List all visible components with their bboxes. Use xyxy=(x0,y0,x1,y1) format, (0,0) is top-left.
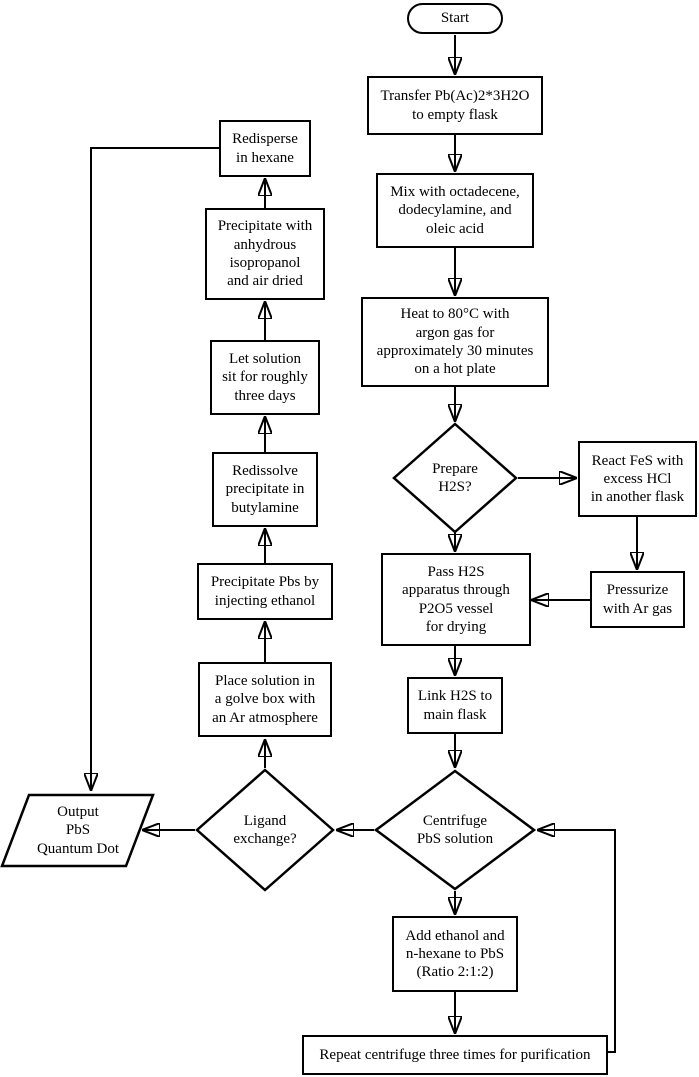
node-repeat-centrifuge-label: Repeat centrifuge three times for purifi… xyxy=(319,1046,591,1063)
node-start-label: Start xyxy=(440,10,470,27)
node-redissolve: Redissolve precipitate in butylamine xyxy=(212,452,318,527)
node-precipitate-anhydrous-label: Precipitate with anhydrous isopropanol a… xyxy=(217,218,313,290)
node-centrifuge-label: Centrifuge PbS solution xyxy=(416,812,494,847)
node-redisperse-label: Redisperse in hexane xyxy=(232,131,298,166)
node-place-solution-label: Place solution in a golve box with an Ar… xyxy=(212,673,318,726)
node-repeat-centrifuge: Repeat centrifuge three times for purifi… xyxy=(302,1035,608,1075)
node-add-ethanol-label: Add ethanol and n-hexane to PbS (Ratio 2… xyxy=(405,927,505,981)
node-link-h2s: Link H2S to main flask xyxy=(407,677,503,734)
node-react-fes: React FeS with excess HCl in another fla… xyxy=(578,441,697,517)
node-place-solution: Place solution in a golve box with an Ar… xyxy=(198,662,332,737)
node-mix-label: Mix with octadecene, dodecylamine, and o… xyxy=(390,184,520,237)
node-precipitate-anhydrous: Precipitate with anhydrous isopropanol a… xyxy=(205,208,325,300)
edge-redisperse-output xyxy=(91,147,219,790)
node-transfer-label: Transfer Pb(Ac)2*3H2O to empty flask xyxy=(380,88,530,123)
edge-repeat-centrifuge-loop xyxy=(538,830,616,1053)
node-output: Output PbS Quantum Dot xyxy=(0,793,156,868)
node-pass-h2s-label: Pass H2S apparatus through P2O5 vessel f… xyxy=(402,563,510,635)
node-redissolve-label: Redissolve precipitate in butylamine xyxy=(225,463,305,516)
node-start: Start xyxy=(407,3,503,34)
node-let-solution-sit-label: Let solution sit for roughly three days xyxy=(222,351,308,404)
node-heat: Heat to 80°C with argon gas for approxim… xyxy=(361,297,549,387)
diamond-shape xyxy=(195,768,335,892)
node-add-ethanol: Add ethanol and n-hexane to PbS (Ratio 2… xyxy=(392,916,518,992)
node-prepare-h2s: Prepare H2S? xyxy=(392,422,518,534)
node-pass-h2s: Pass H2S apparatus through P2O5 vessel f… xyxy=(381,553,531,646)
node-transfer: Transfer Pb(Ac)2*3H2O to empty flask xyxy=(367,76,543,135)
node-centrifuge: Centrifuge PbS solution xyxy=(374,769,536,891)
node-prepare-h2s-label: Prepare H2S? xyxy=(432,460,478,495)
node-ligand-exchange-label: Ligand exchange? xyxy=(233,812,297,847)
node-pressurize: Pressurize with Ar gas xyxy=(590,571,685,628)
node-ligand-exchange: Ligand exchange? xyxy=(195,768,335,892)
node-react-fes-label: React FeS with excess HCl in another fla… xyxy=(590,452,685,506)
node-precipitate-pbs: Precipitate Pbs by injecting ethanol xyxy=(197,563,333,620)
node-redisperse: Redisperse in hexane xyxy=(219,120,311,177)
parallelogram-shape xyxy=(0,793,155,868)
node-mix: Mix with octadecene, dodecylamine, and o… xyxy=(376,173,534,248)
node-output-label: Output PbS Quantum Dot xyxy=(36,804,120,857)
diamond-shape xyxy=(392,422,518,534)
node-link-h2s-label: Link H2S to main flask xyxy=(417,688,493,723)
node-heat-label: Heat to 80°C with argon gas for approxim… xyxy=(376,306,534,378)
node-pressurize-label: Pressurize with Ar gas xyxy=(602,582,673,617)
diamond-shape xyxy=(374,769,536,891)
node-precipitate-pbs-label: Precipitate Pbs by injecting ethanol xyxy=(210,574,320,609)
node-let-solution-sit: Let solution sit for roughly three days xyxy=(210,340,320,415)
